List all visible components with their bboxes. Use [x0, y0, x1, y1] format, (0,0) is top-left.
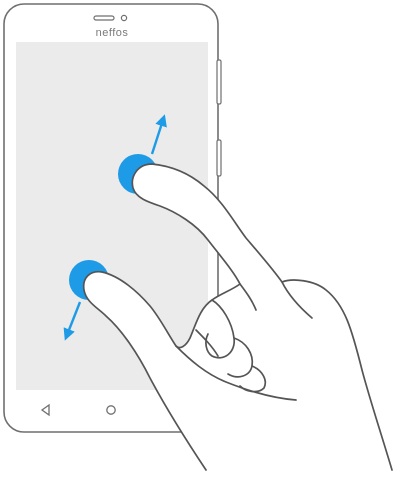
brand-logo: neffos [96, 27, 129, 39]
power-button [217, 140, 221, 176]
volume-button [217, 60, 221, 104]
